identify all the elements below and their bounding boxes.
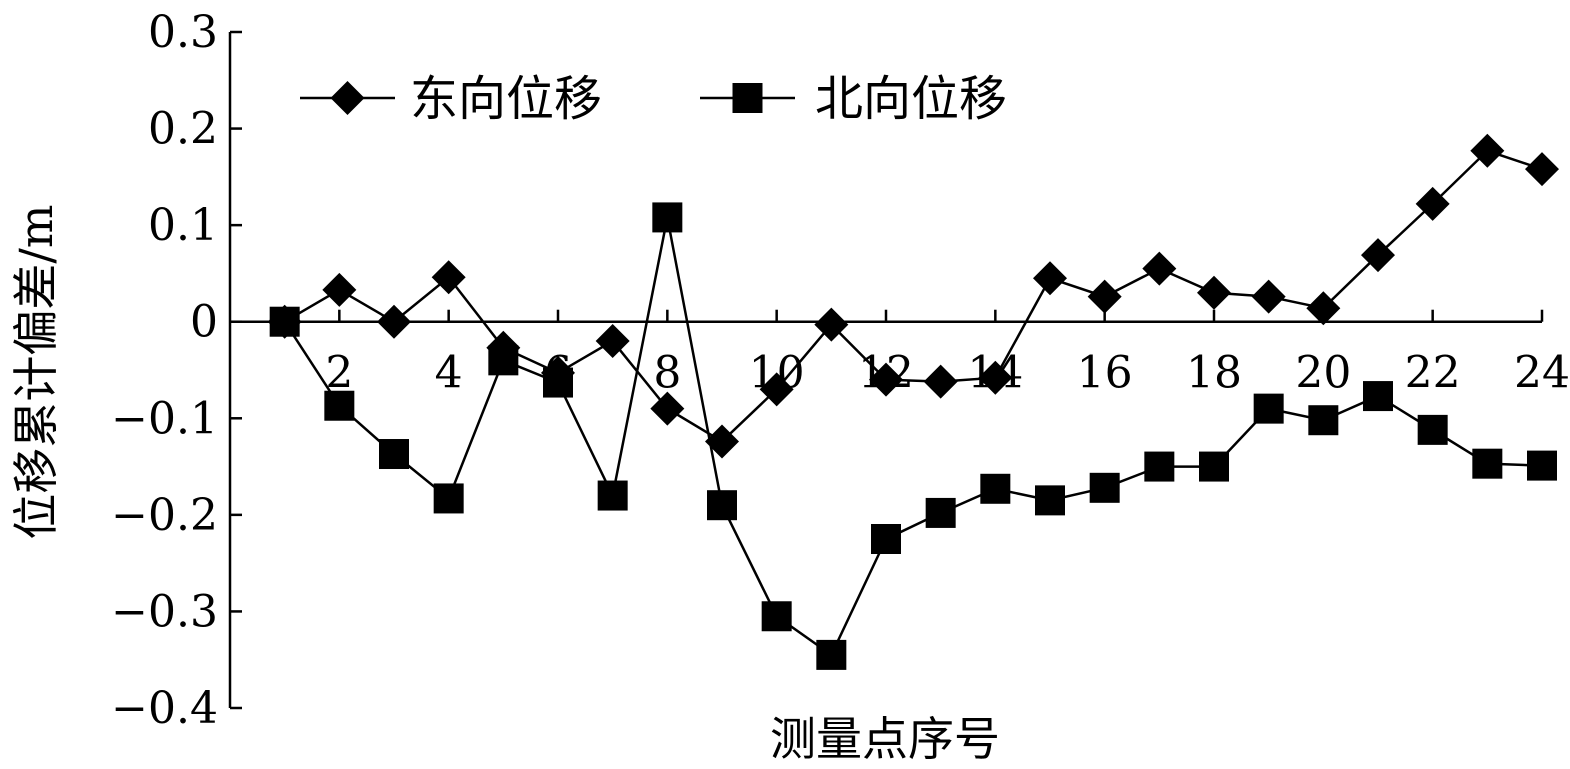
x-tick-label: 6 [544,348,572,399]
square-marker [925,497,956,528]
y-tick-label: 0.1 [148,200,218,251]
square-marker [269,306,300,337]
y-tick-label: 0.3 [148,7,218,58]
square-marker [1199,451,1229,482]
diamond-marker [595,324,630,359]
square-marker [652,202,683,233]
x-tick-label: 10 [749,348,805,399]
diamond-marker [1197,275,1231,310]
square-marker [379,439,409,470]
square-marker [1035,485,1065,516]
square-marker [1472,448,1503,479]
diamond-marker [431,260,466,295]
x-tick-label: 20 [1295,348,1351,399]
legend-item: 北向位移 [700,71,1007,127]
x-tick-label: 16 [1077,348,1133,399]
y-tick-label: −0.2 [111,490,218,541]
square-marker [488,345,519,376]
diamond-marker [814,307,849,342]
diamond-marker [923,364,958,399]
x-tick-label: 22 [1405,348,1461,399]
square-marker [1089,472,1120,503]
x-tick-label: 8 [653,348,681,399]
diamond-marker [1361,238,1395,273]
y-tick-label: −0.4 [111,683,218,734]
diamond-marker [377,304,411,339]
legend-square-marker [732,83,763,113]
square-marker [1308,405,1339,436]
diamond-marker [650,391,685,426]
diamond-marker [1470,133,1505,168]
legend-item: 东向位移 [300,71,602,127]
y-tick-label: −0.1 [111,393,218,444]
square-marker [761,601,792,632]
legend-label: 东向位移 [410,71,602,127]
diamond-marker [869,362,903,397]
x-tick-label: 4 [435,348,463,399]
square-marker [707,490,737,521]
square-marker [1144,451,1175,482]
series-line [283,217,1543,657]
x-tick-label: 12 [858,348,914,399]
diamond-marker [1033,261,1067,296]
legend: 东向位移 北向位移 [300,71,1007,127]
y-axis-title: 位移累计偏差/m [9,204,63,539]
diamond-marker [759,372,794,407]
legend-diamond-marker [330,81,365,115]
x-tick-label: 24 [1514,348,1570,399]
square-marker [324,390,355,421]
x-tick-label: 2 [325,348,353,399]
diamond-marker [1142,251,1177,286]
square-marker [433,483,464,514]
square-marker [597,480,628,511]
diamond-marker [1251,279,1286,314]
square-marker [871,524,901,554]
legend-label: 北向位移 [815,71,1007,127]
diamond-marker [1525,152,1559,187]
diamond-marker [1306,291,1341,326]
square-marker [816,639,847,670]
series-2 [269,202,1557,670]
diamond-marker [1415,186,1450,221]
y-tick-label: 0.2 [148,104,218,155]
square-marker [1363,381,1393,412]
x-tick-label: 14 [967,348,1023,399]
diamond-marker [978,360,1013,395]
square-marker [980,473,1011,504]
square-marker [1527,450,1557,481]
diamond-marker [322,272,357,307]
square-marker [1417,414,1448,445]
y-tick-label: 0 [190,297,218,348]
series-layer [267,133,1559,670]
diamond-marker [1087,279,1122,314]
square-marker [1253,393,1284,424]
x-tick-label: 18 [1186,348,1242,399]
x-axis-title: 测量点序号 [770,712,1000,765]
square-marker [543,367,573,398]
y-tick-label: −0.3 [111,586,218,637]
series-line [284,149,1543,444]
diamond-marker [705,424,739,459]
labels: 测量点序号 位移累计偏差/m 0.3 0.2 0.1 0 −0.1 −0.2 −0.3 −0.… [9,7,1570,766]
